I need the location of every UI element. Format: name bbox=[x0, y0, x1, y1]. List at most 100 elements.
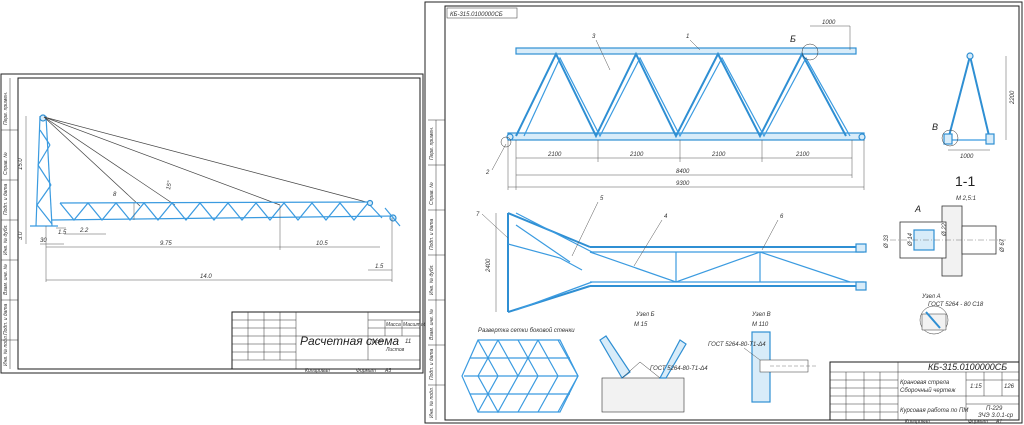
right-strip-1: Перв. примен. bbox=[429, 127, 435, 160]
pos-5: 5 bbox=[600, 196, 604, 202]
scale-value: 1:15 bbox=[970, 384, 982, 390]
pos-6: 6 bbox=[780, 214, 784, 220]
dim-d3: Ø 22 bbox=[942, 222, 948, 237]
left-strip-2: Справ. № bbox=[3, 152, 9, 175]
right-strip-3: Подп. и дата bbox=[429, 218, 435, 250]
title-line-3: Курсовая работа по ПМ bbox=[900, 408, 968, 414]
dim-panel-4: 2100 bbox=[795, 152, 810, 158]
boom-tip-sheave bbox=[366, 199, 374, 207]
left-copied-label: Копировал bbox=[305, 368, 330, 374]
dim-d4: Ø 14 bbox=[908, 232, 914, 247]
left-strip-4: Инв. № дубл. bbox=[3, 224, 9, 255]
dim-total: 9300 bbox=[676, 181, 690, 187]
dim-front-height: 2400 bbox=[486, 258, 492, 273]
dim-top-right: 1000 bbox=[822, 20, 836, 26]
unfold-title: Развертка сетки боковой стенки bbox=[478, 327, 575, 334]
group-value: П-229 bbox=[986, 406, 1003, 412]
dim-panel-1: 2100 bbox=[547, 152, 562, 158]
pos-4: 4 bbox=[664, 214, 668, 220]
detail-a: Узел А ГОСТ 5264 - 80 С18 bbox=[919, 294, 984, 335]
dim-d2: Ø 67 bbox=[1000, 238, 1006, 253]
left-strip-7: Инв. № подл. bbox=[3, 335, 9, 366]
side-view-triangle: В 2200 1000 bbox=[932, 52, 1016, 160]
right-side-strip: Перв. примен. Справ. № Подп. и дата Инв.… bbox=[428, 119, 445, 420]
node-b: Узел Б М 15 ГОСТ 5264-80-Т1-Δ4 bbox=[599, 312, 708, 413]
dim-side-height: 2200 bbox=[1010, 90, 1016, 105]
section-label: 1-1 bbox=[955, 173, 975, 189]
node-b-scale: М 15 bbox=[634, 322, 648, 328]
node-v: Узел В М 110 ГОСТ 5264-80-Т1-Δ4 bbox=[708, 312, 816, 403]
node-a-label: Узел А bbox=[921, 294, 941, 300]
right-format-label: Формат bbox=[968, 419, 988, 425]
left-sheet-outer bbox=[0, 73, 424, 374]
left-format-value: А3 bbox=[384, 368, 391, 374]
dim-panel-2: 2100 bbox=[629, 152, 644, 158]
left-sheet-frame bbox=[17, 77, 421, 370]
crane-mast bbox=[30, 114, 58, 227]
right-strip-6: Подп. и дата bbox=[429, 348, 435, 380]
dim-cable-angle: 15° bbox=[166, 180, 174, 191]
dim-total-inner: 8400 bbox=[676, 169, 690, 175]
pos-7: 7 bbox=[476, 212, 480, 218]
left-strip-1: Перв. примен. bbox=[3, 92, 9, 125]
right-copied-label: Копировал bbox=[905, 419, 930, 425]
main-truss-view: Б 1 3 2 2100 2100 2100 2100 8400 9300 bbox=[485, 20, 866, 190]
boom-truss bbox=[51, 199, 401, 227]
left-side-strip: Перв. примен. Справ. № Подп. и дата Инв.… bbox=[1, 78, 18, 369]
dim-span-total: 14.0 bbox=[200, 274, 212, 280]
left-strip-3: Подп. и дата bbox=[3, 183, 9, 215]
right-strip-5: Взам. инв. № bbox=[429, 308, 435, 340]
drawing-code: КБ-315.0100000СБ bbox=[928, 362, 1007, 372]
dim-panel-3: 2100 bbox=[711, 152, 726, 158]
left-strip-5: Взам. инв. № bbox=[3, 263, 9, 295]
dim-span-mid: 9.75 bbox=[160, 241, 172, 247]
left-sheet-label: Лист bbox=[369, 339, 383, 345]
left-strip-6: Подп. и дата bbox=[3, 303, 9, 335]
detail-v-circle bbox=[941, 129, 959, 147]
dim-offset-a: 2.2 bbox=[79, 228, 89, 234]
view-a-label: А bbox=[914, 204, 921, 214]
left-scale-label: Масштаб bbox=[403, 322, 427, 328]
section-scale: М 2,5:1 bbox=[956, 196, 976, 202]
pos-1-top: 1 bbox=[686, 34, 689, 40]
top-code-box bbox=[446, 7, 518, 19]
left-mass-label: Масса bbox=[386, 322, 401, 328]
unfold-net: Развертка сетки боковой стенки bbox=[461, 327, 579, 414]
truss-right-pin bbox=[858, 133, 866, 141]
left-title-block: Расчетная схема Масса Масштаб 11 Лист Ли… bbox=[231, 311, 427, 374]
right-sheet-frame bbox=[444, 5, 1020, 421]
right-strip-7: Инв. № подл. bbox=[429, 387, 435, 418]
dim-side-base: 1000 bbox=[960, 154, 974, 160]
front-truss-view: 2400 7 5 4 6 bbox=[476, 196, 867, 313]
pos-3-top: 3 bbox=[592, 34, 596, 40]
right-title-block: КБ-315.0100000СБ Крановая стрела Сборочн… bbox=[829, 361, 1020, 425]
left-format-label: Формат bbox=[356, 368, 376, 374]
mass-value: 126 bbox=[1004, 384, 1015, 390]
title-line-1: Крановая стрела bbox=[900, 380, 950, 386]
view-b-label: Б bbox=[790, 34, 796, 44]
dim-span-right: 10.5 bbox=[316, 241, 328, 247]
dim-height-label: 8 bbox=[113, 192, 117, 198]
gost-label: ГОСТ 5264 - 80 С18 bbox=[928, 302, 984, 308]
title-line-2: Сборочный чертеж bbox=[900, 387, 956, 394]
group2-value: ЗЧЭ 3.0.1-ср bbox=[978, 413, 1014, 419]
pos-2-top: 2 bbox=[485, 170, 490, 176]
left-sheet-number: 11 bbox=[405, 339, 411, 345]
top-code: КБ-315.0100000СБ bbox=[450, 12, 503, 18]
dim-right-small: 1.5 bbox=[375, 264, 384, 270]
left-title: Расчетная схема bbox=[300, 334, 399, 348]
dim-mast-height: 15.0 bbox=[18, 158, 24, 170]
left-sheet: Перв. примен. Справ. № Подп. и дата Инв.… bbox=[0, 73, 427, 374]
node-b-label: Узел Б bbox=[635, 312, 655, 318]
right-sheet: Перв. примен. Справ. № Подп. и дата Инв.… bbox=[424, 1, 1023, 425]
detail-2-circle bbox=[500, 136, 512, 148]
weld-note-1: ГОСТ 5264-80-Т1-Δ4 bbox=[650, 366, 708, 372]
dim-offset-b: 1.5 bbox=[58, 230, 67, 236]
dim-d1: Ø 33 bbox=[884, 234, 890, 249]
detail-b-circle bbox=[801, 43, 819, 61]
view-v-label: В bbox=[932, 122, 938, 132]
left-dimensions: 15.0 3.0 30 2.2 1.5 9.75 10.5 14.0 1.5 1… bbox=[18, 116, 393, 282]
node-v-scale: М 110 bbox=[752, 322, 769, 328]
dim-base: 3.0 bbox=[18, 231, 24, 240]
